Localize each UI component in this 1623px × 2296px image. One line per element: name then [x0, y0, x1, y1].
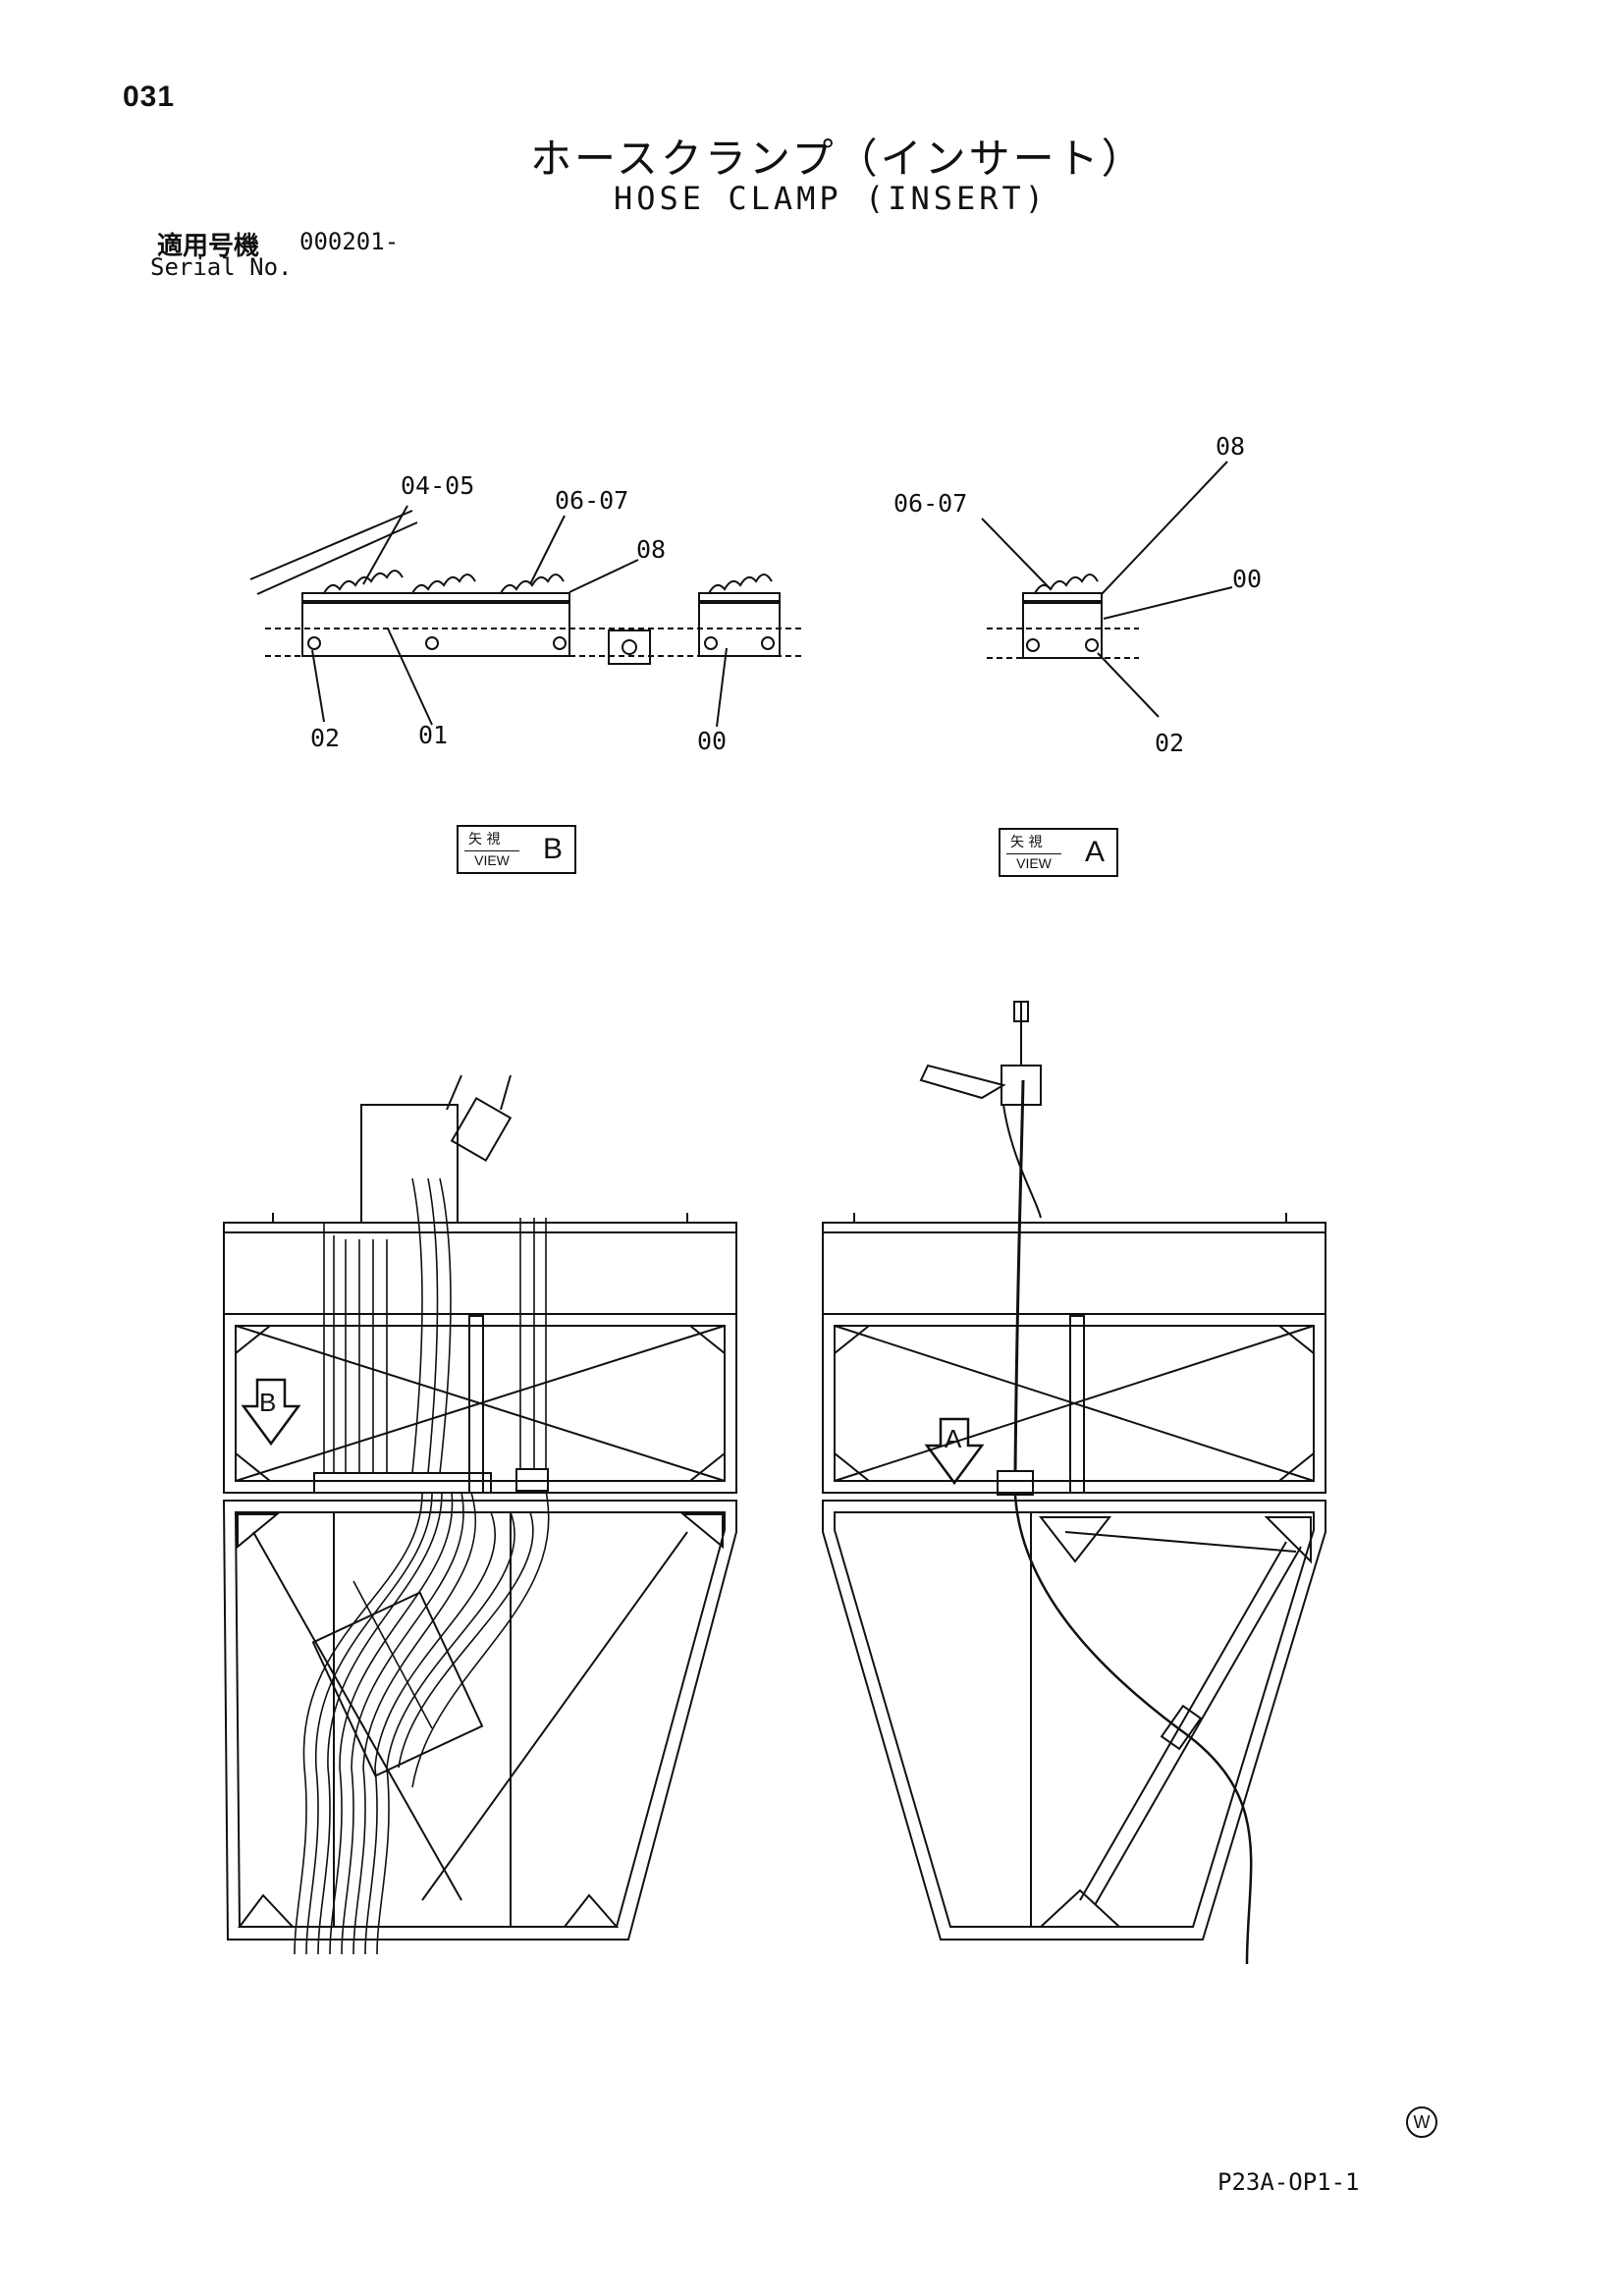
view-b-label-english: VIEW [464, 850, 519, 868]
manufacturer-mark: W [1406, 2106, 1437, 2138]
left-assembly-drawing [222, 1074, 737, 1955]
right-assembly-drawing [822, 1001, 1326, 1965]
view-b-arrow-letter: B [259, 1388, 277, 1417]
drawing-code: P23A-OP1-1 [1217, 2168, 1360, 2196]
title-japanese: ホースクランプ（インサート） [530, 135, 1146, 183]
view-b-label-japanese: 矢 視 [468, 832, 501, 847]
serial-label-japanese: 適用号機 [157, 232, 260, 261]
view-a-label: 矢 視 VIEW A [999, 828, 1118, 877]
view-b-letter: B [543, 833, 564, 865]
view-a-arrow-letter: A [945, 1424, 962, 1453]
callout-01: 01 [418, 721, 449, 749]
callout-00: 00 [1232, 565, 1263, 593]
callout-02: 02 [1155, 729, 1185, 757]
callout-04-05: 04-05 [401, 471, 475, 500]
callout-08: 08 [1216, 432, 1246, 461]
view-a-label-japanese: 矢 視 [1010, 835, 1043, 850]
view-a-detail [981, 461, 1233, 718]
serial-label-english: Serial No. [150, 253, 293, 281]
view-b-detail [249, 505, 805, 728]
view-b-label: 矢 視 VIEW B [457, 825, 576, 874]
view-a-letter: A [1085, 836, 1106, 868]
serial-number: 000201- [299, 228, 400, 255]
callout-02: 02 [310, 724, 341, 752]
callout-08: 08 [636, 535, 667, 564]
callout-06-07: 06-07 [555, 486, 629, 515]
page-number: 031 [123, 81, 176, 113]
callout-00: 00 [697, 727, 728, 755]
callout-06-07: 06-07 [893, 489, 968, 518]
title-english: HOSE CLAMP (INSERT) [614, 180, 1049, 217]
view-a-label-english: VIEW [1006, 853, 1061, 871]
